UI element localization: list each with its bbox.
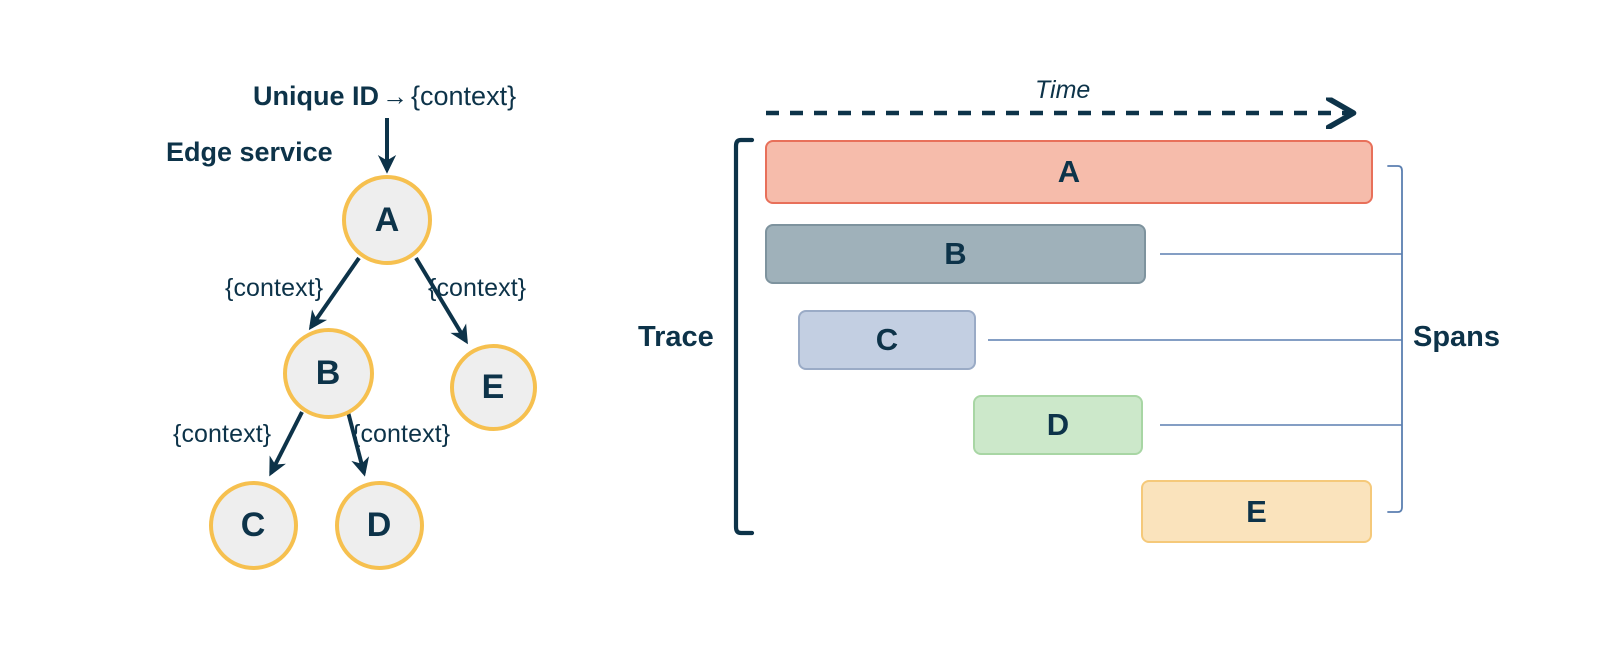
edge-context-label-a-b: {context} [225,274,324,302]
graph-node-e: E [449,343,537,431]
edge-context-label-b-d: {context} [352,420,451,448]
trace-bracket [733,137,755,536]
unique-id-text: Unique ID [253,81,379,111]
unique-id-context-label: Unique ID → {context} [253,81,516,112]
graph-node-c: C [208,480,298,570]
edge-context-label-a-e: {context} [428,274,527,302]
graph-node-a: A [342,175,432,265]
span-bar-c: C [798,310,976,370]
spans-label: Spans [1413,321,1501,353]
edge-b-to-c [269,411,304,477]
edge-service-label: Edge service [166,137,333,167]
right-arrow-icon: → [382,81,408,111]
span-bar-b: B [765,224,1146,284]
edge-context-label-b-c: {context} [173,420,272,448]
graph-node-d: D [334,480,424,570]
span-bar-e: E [1141,480,1372,543]
graph-node-b: B [282,327,374,419]
span-bar-d: D [973,395,1143,455]
context-text: {context} [411,81,517,111]
span-bar-a: A [765,140,1373,204]
spans-bracket [1387,165,1403,513]
trace-label: Trace [638,321,714,353]
time-axis-label: Time [1035,76,1091,104]
